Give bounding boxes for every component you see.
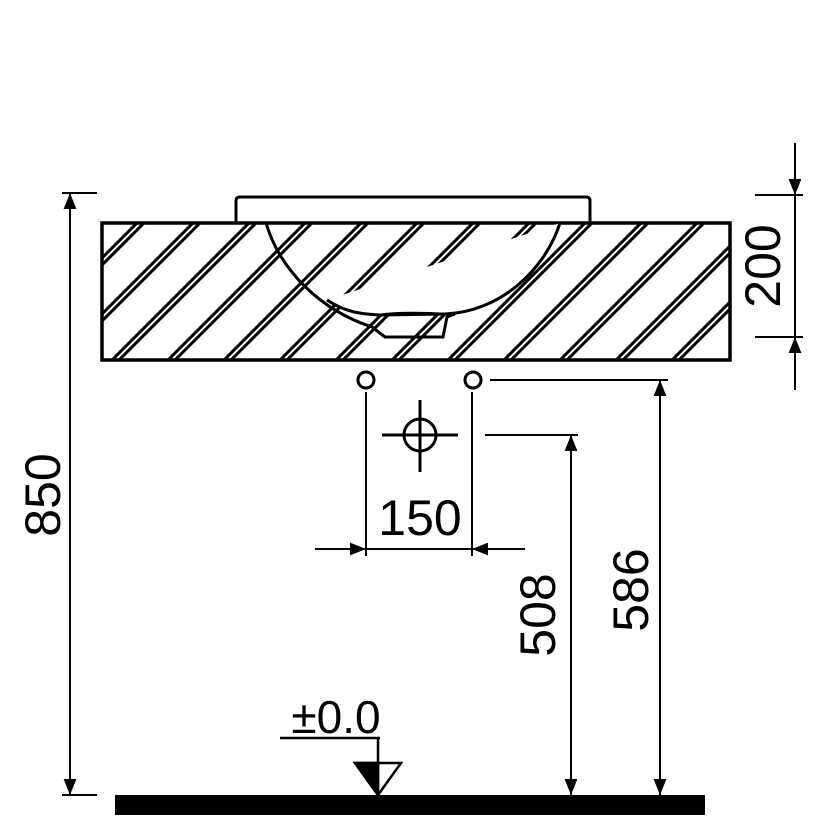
waste-outlet-crosshair-icon	[382, 400, 458, 472]
floor-level-marker	[280, 736, 404, 799]
dimension-850	[62, 192, 97, 796]
hatch-line	[791, 223, 827, 360]
hatch-line	[102, 223, 202, 324]
hatch-line	[502, 223, 643, 360]
dimension-586	[490, 379, 668, 795]
hatch-line	[102, 223, 195, 317]
hatch-line	[102, 223, 139, 261]
hatch-line	[558, 223, 699, 360]
hatch-line	[222, 223, 363, 360]
hatch-line	[509, 223, 650, 360]
floor-line	[115, 795, 705, 815]
hatch-line	[614, 243, 730, 360]
hatch-line	[278, 223, 419, 360]
basin-rim	[234, 195, 592, 223]
hatch-line	[670, 299, 730, 360]
hatch-line	[110, 223, 251, 360]
hatch-line	[102, 223, 146, 268]
tap-hole-left	[356, 370, 376, 390]
floor-level-label: ±0.0	[291, 691, 380, 743]
hatch-line	[446, 223, 587, 360]
dimension-label-586: 586	[603, 548, 659, 631]
tap-hole-right	[463, 370, 483, 390]
hatch-line	[621, 250, 730, 360]
dimension-label-150: 150	[378, 490, 461, 546]
dimension-200	[755, 143, 803, 390]
dimension-label-508: 508	[510, 573, 566, 656]
basin-bowl-outer	[264, 222, 456, 339]
hatch-line	[229, 223, 370, 360]
hatch-line	[117, 223, 258, 360]
washbasin	[234, 195, 592, 339]
hatch-line	[173, 223, 314, 360]
dimension-508	[485, 434, 578, 795]
hatch-line	[565, 223, 706, 360]
hatch-line	[166, 223, 307, 360]
dimension-label-850: 850	[15, 453, 71, 536]
hatch-line	[677, 306, 730, 360]
hatch-line	[453, 223, 594, 360]
basin-bowl-inner	[326, 222, 562, 317]
dimension-150	[315, 392, 525, 556]
dimension-label-200: 200	[735, 224, 791, 307]
